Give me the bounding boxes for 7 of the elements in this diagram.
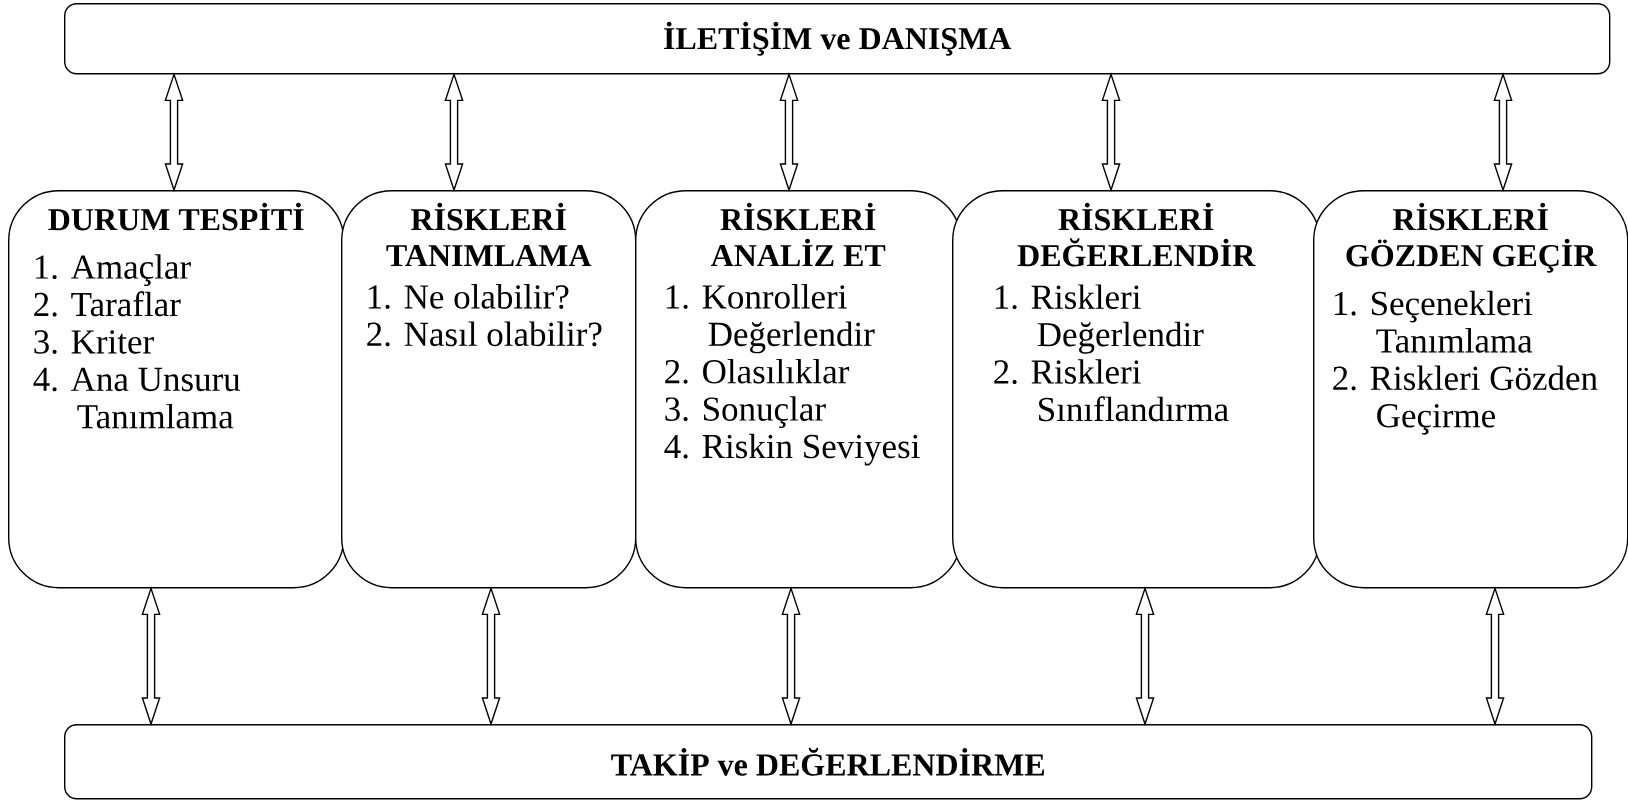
step-box: RİSKLERİ TANIMLAMA 1. Ne olabilir? 2. Nasıl olabilir? — [341, 190, 637, 589]
step-box: DURUM TESPİTİ 1. Amaçlar 2. Taraflar 3. Kriter 4. Ana Unsuru Tanımlama — [8, 190, 345, 589]
band-box: İLETİŞİM ve DANIŞMA — [64, 3, 1611, 75]
step-box: RİSKLERİ GÖZDEN GEÇİR 1. Seçenekleri Tanımlama 2. Riskleri Gözden Geçirme — [1313, 190, 1628, 589]
step-box: RİSKLERİ ANALİZ ET 1. Konrolleri Değerlendir 2. Olasılıklar 3. Sonuçlar 4. Riskin Seviyesi — [635, 190, 962, 589]
step-box: RİSKLERİ DEĞERLENDİR 1. Riskleri Değerlendir 2. Riskleri Sınıflandırma — [952, 190, 1321, 589]
band-box: TAKİP ve DEĞERLENDİRME — [64, 724, 1593, 800]
